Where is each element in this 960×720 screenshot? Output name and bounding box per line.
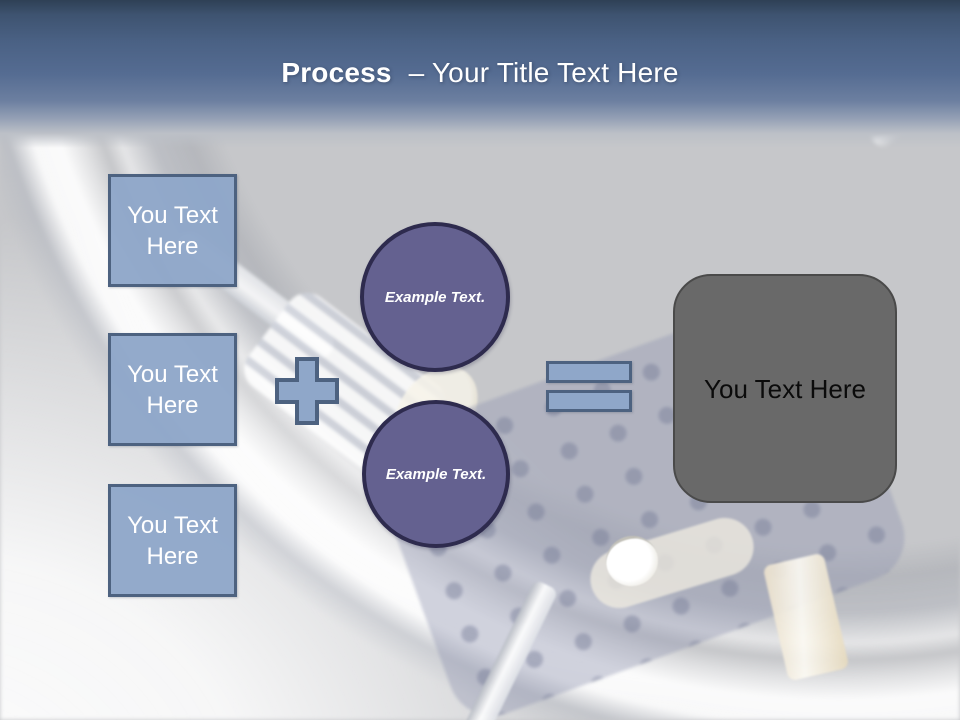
title-bold: Process	[281, 57, 392, 88]
input-box-3-label: You Text Here	[127, 511, 218, 570]
equals-bar-bottom	[546, 390, 632, 412]
input-box-1[interactable]: You Text Here	[108, 174, 237, 287]
result-box-label: You Text Here	[704, 373, 866, 404]
input-box-2-label: You Text Here	[127, 360, 218, 419]
example-circle-2[interactable]: Example Text.	[362, 400, 510, 548]
example-circle-2-label: Example Text.	[385, 465, 487, 483]
result-box[interactable]: You Text Here	[673, 274, 897, 503]
equals-bar-top	[546, 361, 632, 383]
input-box-3[interactable]: You Text Here	[108, 484, 237, 597]
header-band	[0, 0, 960, 148]
example-circle-1[interactable]: Example Text.	[360, 222, 510, 372]
equals-icon[interactable]	[546, 361, 632, 412]
plus-icon[interactable]	[274, 356, 340, 426]
input-box-2[interactable]: You Text Here	[108, 333, 237, 446]
example-circle-1-label: Example Text.	[384, 288, 486, 306]
input-box-1-label: You Text Here	[127, 201, 218, 260]
title-rest: – Your Title Text Here	[408, 57, 679, 88]
slide-title[interactable]: Process – Your Title Text Here	[0, 54, 960, 94]
